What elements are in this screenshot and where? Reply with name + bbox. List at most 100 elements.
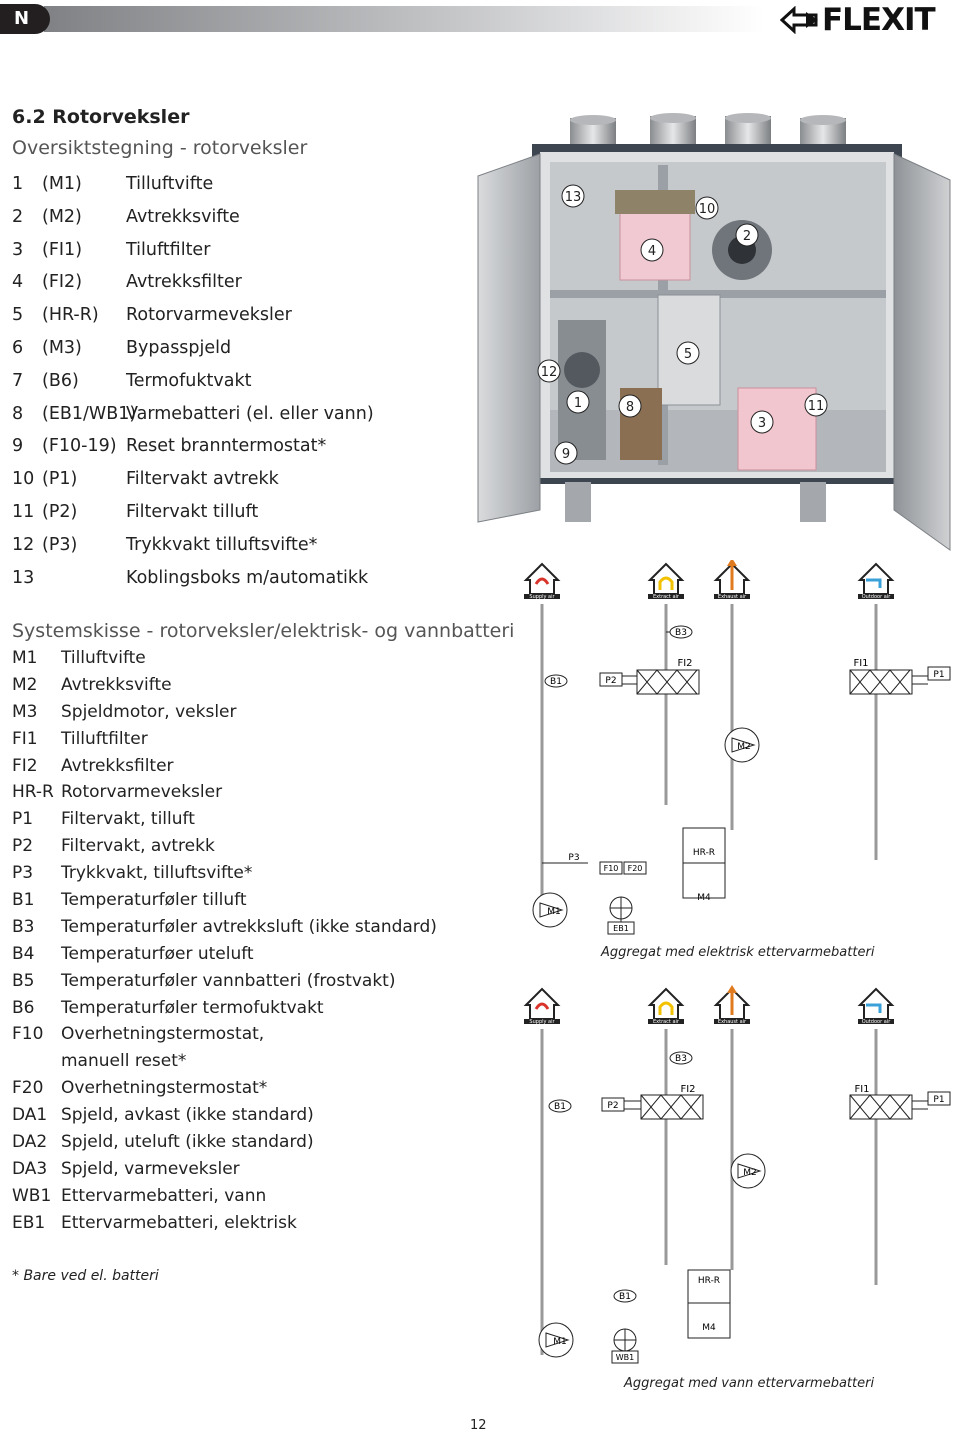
svg-text:EB1: EB1 <box>613 924 629 933</box>
component-number: 5 <box>12 305 24 326</box>
svg-text:B1: B1 <box>619 1292 631 1302</box>
component-number: 1 <box>12 174 24 194</box>
callout-11: 11 <box>804 393 828 417</box>
component-number: 7 <box>12 370 24 391</box>
component-description: Trykkvakt tilluftsvifte* <box>126 534 318 555</box>
fan-m1 <box>558 320 606 460</box>
legend-description: Spjeld, avkast (ikke standard) <box>61 1105 314 1126</box>
legend-code: B5 <box>12 970 35 991</box>
legend-description: Spjeldmotor, veksler <box>61 701 237 722</box>
component-description: Filtervakt avtrekk <box>126 469 279 490</box>
component-code: (EB1/WB1) <box>42 403 137 424</box>
component-code: (M3) <box>42 337 82 358</box>
legend-code: F10 <box>12 1024 44 1045</box>
fan-m1: M1 <box>538 1322 574 1358</box>
house-outdoor-air: Outdoor air <box>857 562 895 600</box>
callout-10: 10 <box>695 196 719 220</box>
svg-text:8: 8 <box>626 400 634 415</box>
section-subtitle: Oversiktstegning - rotorveksler <box>12 137 308 159</box>
flexit-arrows-icon <box>779 5 818 35</box>
callout-4: 4 <box>640 238 664 262</box>
legend-code: P2 <box>12 836 34 857</box>
photo-callouts: 13 10 2 4 5 12 1 8 3 11 9 <box>537 184 828 465</box>
house-supply-air: Supply air <box>523 987 561 1025</box>
svg-text:13: 13 <box>565 190 582 205</box>
svg-text:B3: B3 <box>675 1054 687 1064</box>
legend-code: WB1 <box>12 1185 52 1206</box>
callout-3: 3 <box>750 410 774 434</box>
svg-text:WB1: WB1 <box>616 1353 635 1362</box>
filter-fi1: FI1 <box>849 658 913 695</box>
svg-text:M2: M2 <box>737 742 751 752</box>
component-code: (HR-R) <box>42 305 99 326</box>
callout-5: 5 <box>676 341 700 365</box>
component-description: Tilluftvifte <box>126 174 214 194</box>
caption-electric: Aggregat med elektrisk ettervarmebatteri <box>601 945 875 960</box>
legend-description: Filtervakt, avtrekk <box>61 836 215 857</box>
legend-description: Temperaturføler avtrekksluft (ikke stand… <box>61 916 437 937</box>
component-number: 10 <box>12 469 35 490</box>
legend-code: B4 <box>12 943 35 964</box>
component-description: Filtervakt tilluft <box>126 501 259 522</box>
sensor-b3: B3 <box>666 625 693 639</box>
component-code: (P2) <box>42 501 78 522</box>
legend-description: Avtrekksvifte <box>61 674 172 695</box>
legend-code: P1 <box>12 809 34 830</box>
callout-12: 12 <box>537 359 561 383</box>
pressure-switch-p3: P3 <box>542 853 588 864</box>
svg-text:FI2: FI2 <box>680 1084 695 1095</box>
svg-text:11: 11 <box>808 399 825 414</box>
legend-code: F20 <box>12 1078 44 1099</box>
page-header: N FLEXIT <box>0 0 960 40</box>
schematic-electric: Supply air Extract air Exhaust air Outdo… <box>523 560 951 935</box>
svg-text:10: 10 <box>699 202 716 217</box>
legend-code: FI2 <box>12 755 38 776</box>
legend-description: Filtervakt, tilluft <box>61 809 195 830</box>
caption-water: Aggregat med vann ettervarmebatteri <box>624 1376 875 1391</box>
svg-text:P3: P3 <box>568 853 579 863</box>
component-description: Bypasspjeld <box>126 337 232 358</box>
svg-text:FI1: FI1 <box>853 658 868 669</box>
fan-m2: M2 <box>724 727 760 763</box>
unit-photo: 13 10 2 4 5 12 1 8 3 11 9 <box>477 113 951 551</box>
legend-description: Spjeld, uteluft (ikke standard) <box>61 1132 314 1153</box>
component-description: Termofuktvakt <box>126 370 252 391</box>
component-code: (F10-19) <box>42 436 117 457</box>
component-code: (M2) <box>42 206 82 227</box>
component-number: 9 <box>12 436 24 457</box>
flexit-logo: FLEXIT <box>779 2 958 38</box>
page-number: 12 <box>470 1418 487 1433</box>
component-number: 2 <box>12 206 24 227</box>
callout-13: 13 <box>561 184 585 208</box>
component-code: (P1) <box>42 469 78 490</box>
legend-code: B6 <box>12 997 35 1018</box>
svg-text:M4: M4 <box>697 893 711 903</box>
svg-text:Exhaust air: Exhaust air <box>718 1019 747 1025</box>
svg-text:4: 4 <box>648 244 656 259</box>
component-number: 13 <box>12 567 35 588</box>
house-outdoor-air: Outdoor air <box>857 987 895 1025</box>
left-door <box>477 153 541 523</box>
filter-fi2: FI2 <box>636 658 700 695</box>
legend-description: Ettervarmebatteri, vann <box>61 1185 267 1206</box>
svg-text:HR-R: HR-R <box>698 1276 720 1286</box>
svg-text:M4: M4 <box>702 1323 716 1333</box>
svg-text:Exhaust air: Exhaust air <box>718 594 747 600</box>
svg-text:HR-R: HR-R <box>693 848 715 858</box>
sensor-b1-water: B1 <box>613 1289 637 1303</box>
legend-code: B3 <box>12 916 35 937</box>
svg-text:Supply air: Supply air <box>529 594 555 600</box>
component-description: Rotorvarmeveksler <box>126 305 292 326</box>
fan-m2: M2 <box>730 1153 766 1189</box>
legend-description: Spjeld, varmeveksler <box>61 1158 240 1179</box>
component-code: (FI2) <box>42 272 83 293</box>
sensor-b1: B1 <box>544 674 568 688</box>
svg-text:5: 5 <box>684 347 692 362</box>
legend-code: HR-R <box>12 782 54 803</box>
filter-fi1: FI1 <box>849 1084 913 1120</box>
svg-text:P1: P1 <box>933 1095 944 1105</box>
legend-code: M2 <box>12 674 38 695</box>
legend-code: DA2 <box>12 1132 48 1153</box>
legend-code: P3 <box>12 863 34 884</box>
rotor-exchanger-hr-r: HR-R M4 <box>687 1269 731 1339</box>
